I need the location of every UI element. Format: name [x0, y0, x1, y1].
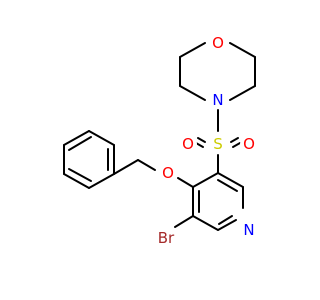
bond	[88, 173, 115, 189]
ether-oxygen-atom: O	[159, 164, 177, 182]
morpholine-oxygen-atom: O	[209, 34, 227, 52]
bond	[174, 215, 194, 228]
bond	[229, 42, 256, 58]
sulfonyl-oxygen-left-atom: O	[179, 135, 197, 153]
bond	[218, 215, 233, 225]
sulfonyl-oxygen-right-atom: O	[240, 135, 258, 153]
ether-oxygen-label: O	[162, 164, 174, 182]
chemical-structure: O N S O O O N Br	[63, 34, 258, 247]
bond	[88, 130, 115, 146]
bond	[232, 142, 241, 148]
bond	[217, 179, 238, 192]
bromine-atom: Br	[154, 229, 178, 247]
bond	[217, 172, 244, 188]
bonds	[63, 42, 256, 231]
bond	[179, 42, 206, 58]
bond	[197, 137, 206, 143]
morpholine-nitrogen-atom: N	[209, 91, 227, 109]
bromine-label: Br	[158, 229, 175, 247]
bond	[177, 177, 194, 188]
atom-labels: O N S O O O N Br	[154, 34, 258, 247]
sulfonyl-sulfur-atom: S	[208, 134, 228, 154]
bond	[137, 159, 156, 171]
sulfonyl-oxygen-left-label: O	[182, 135, 194, 153]
morpholine-oxygen-label: O	[212, 34, 224, 52]
bond	[68, 168, 92, 182]
bond	[195, 142, 204, 148]
bond	[192, 172, 219, 188]
bond	[230, 137, 239, 143]
pyridine-nitrogen-label: N	[243, 221, 254, 239]
bond	[179, 85, 206, 101]
bond	[192, 215, 219, 231]
bond	[217, 219, 237, 231]
sulfonyl-sulfur-label: S	[213, 135, 223, 153]
bond	[63, 130, 90, 146]
pyridine-nitrogen-atom: N	[240, 221, 258, 239]
bond	[229, 85, 256, 101]
sulfonyl-oxygen-right-label: O	[243, 135, 255, 153]
bond	[68, 136, 92, 151]
bond	[63, 173, 90, 189]
bond	[113, 159, 139, 175]
morpholine-nitrogen-label: N	[212, 91, 223, 109]
